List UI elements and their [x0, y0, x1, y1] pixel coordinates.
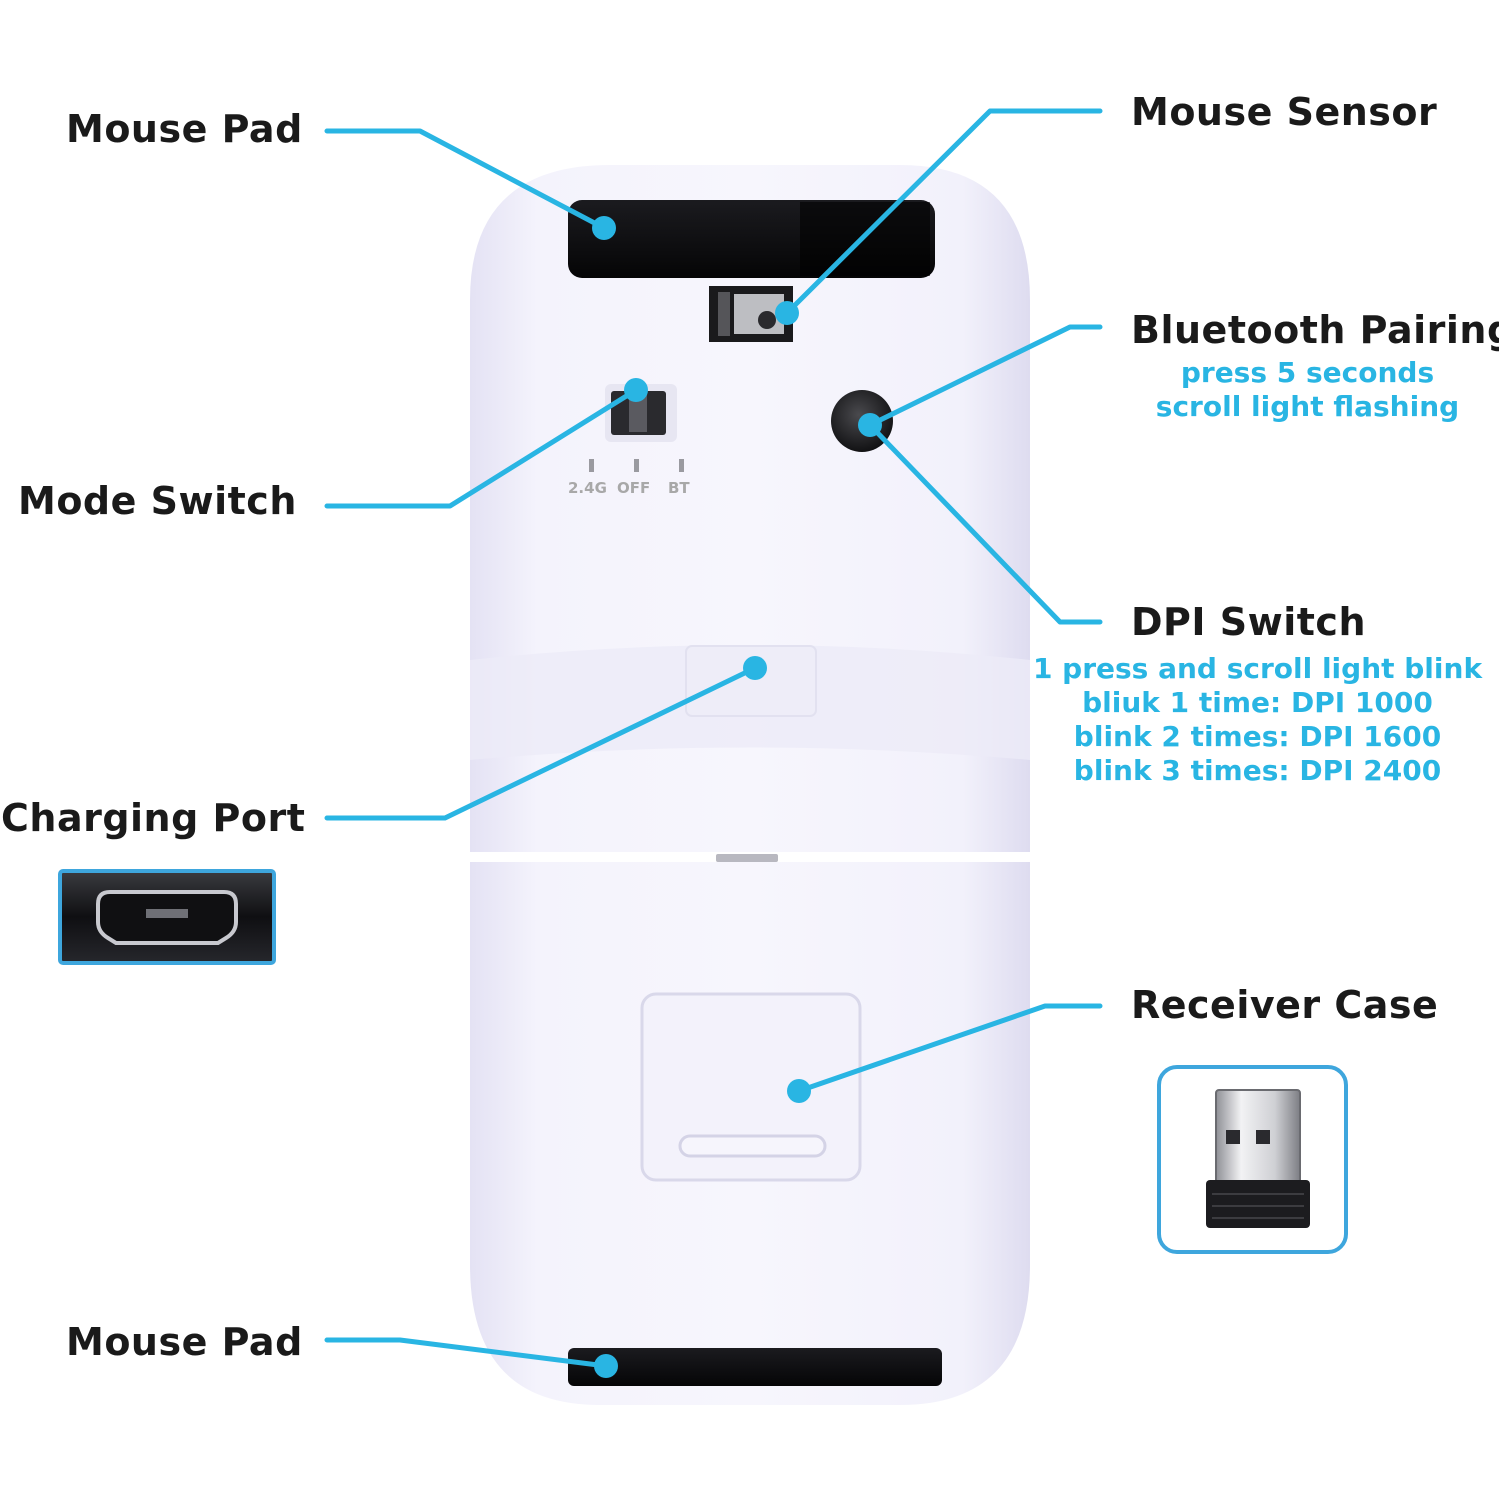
marker-mode-switch [624, 378, 648, 402]
mode-position-bt: BT [668, 479, 690, 497]
dpi-switch-desc: 1 press and scroll light blink bliuk 1 t… [1030, 652, 1485, 788]
marker-mouse-sensor [775, 301, 799, 325]
callout-mouse-sensor [784, 108, 1103, 316]
marker-mouse-pad-bottom [594, 1354, 618, 1378]
dpi-switch-desc-line3: blink 2 times: DPI 1600 [1073, 720, 1442, 753]
callout-mode-switch [324, 387, 639, 509]
hinge-tab [716, 854, 778, 862]
callout-mouse-pad-top [324, 128, 607, 231]
label-mode-switch: Mode Switch [18, 479, 297, 523]
callout-charging-port [324, 665, 758, 821]
marker-mouse-pad-top [592, 216, 616, 240]
callout-bluetooth-pairing [867, 324, 1103, 428]
label-receiver-case: Receiver Case [1131, 983, 1439, 1027]
marker-bluetooth-dpi [858, 413, 882, 437]
dpi-switch-desc-line1: 1 press and scroll light blink [1032, 652, 1483, 685]
receiver-case-cover[interactable] [640, 992, 862, 1182]
marker-receiver-case [787, 1079, 811, 1103]
label-bluetooth-pairing: Bluetooth Pairing [1131, 308, 1499, 352]
mode-position-off: OFF [617, 479, 650, 497]
mode-position-24g: 2.4G [568, 479, 607, 497]
callout-mouse-pad-bottom [324, 1337, 609, 1369]
label-mouse-pad-bottom: Mouse Pad [66, 1320, 303, 1364]
mouse-pad-bottom-strip [568, 1348, 942, 1386]
callout-dpi-switch [867, 422, 1103, 625]
bluetooth-pairing-desc: press 5 seconds scroll light flashing [1110, 356, 1499, 424]
dpi-switch-desc-line2: bliuk 1 time: DPI 1000 [1082, 686, 1433, 719]
body-charging-port [685, 645, 817, 717]
label-mouse-sensor: Mouse Sensor [1131, 90, 1438, 134]
label-mouse-pad-top: Mouse Pad [66, 107, 303, 151]
bluetooth-pairing-desc-line2: scroll light flashing [1155, 390, 1460, 423]
dpi-switch-desc-line4: blink 3 times: DPI 2400 [1073, 754, 1442, 787]
marker-charging-port [743, 656, 767, 680]
callout-receiver-case [796, 1003, 1103, 1094]
usb-dongle-icon [1157, 1065, 1348, 1254]
micro-usb-port-icon [58, 869, 276, 965]
bluetooth-pairing-desc-line1: press 5 seconds [1180, 356, 1435, 389]
label-dpi-switch: DPI Switch [1131, 600, 1367, 644]
label-charging-port: Charging Port [1, 796, 306, 840]
